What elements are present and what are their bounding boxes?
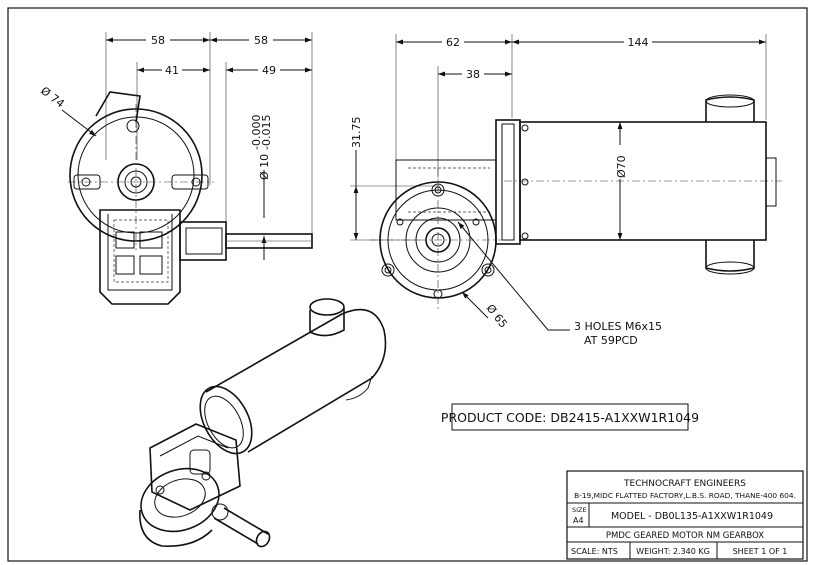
tb-address: B-19,MIDC FLATTED FACTORY,L.B.S. ROAD, T…: [574, 491, 796, 500]
isometric-view: [139, 298, 387, 548]
tb-weight: WEIGHT: 2.340 KG: [636, 547, 710, 556]
dim-shaft-dia: Ø 10: [258, 154, 271, 180]
dim-38: 38: [466, 68, 480, 81]
dim-144: 144: [628, 36, 649, 49]
dim-31-75: 31.75: [350, 117, 363, 149]
tb-scale: SCALE: NTS: [571, 547, 618, 556]
dim-dia-70: Ø70: [615, 155, 628, 178]
front-view: 62 144 38 31.75 Ø70: [350, 34, 782, 347]
tb-size-label: SIZE: [572, 506, 587, 514]
note-holes-line1: 3 HOLES M6x15: [574, 320, 662, 333]
tol-lower: -0.015: [260, 115, 273, 150]
tol-upper: -0.000: [250, 115, 263, 150]
side-view: 58 58 41 49 Ø 74 Ø 10 -0.000 -0.015: [38, 32, 313, 305]
dim-62: 62: [446, 36, 460, 49]
dim-58-right: 58: [254, 34, 268, 47]
dim-dia-65: Ø 65: [484, 302, 510, 331]
tb-model: MODEL - DB0L135-A1XXW1R1049: [611, 511, 773, 522]
dim-41: 41: [165, 64, 179, 77]
dim-49: 49: [262, 64, 276, 77]
title-block: TECHNOCRAFT ENGINEERS B-19,MIDC FLATTED …: [566, 470, 804, 560]
product-code: PRODUCT CODE: DB2415-A1XXW1R1049: [441, 410, 699, 425]
dim-dia-74: Ø 74: [38, 84, 67, 110]
tb-description: PMDC GEARED MOTOR NM GEARBOX: [606, 531, 764, 541]
sheet-border: [7, 7, 808, 562]
product-code-box: [451, 403, 689, 431]
tb-sheet: SHEET 1 OF 1: [733, 547, 788, 556]
tb-company: TECHNOCRAFT ENGINEERS: [623, 479, 746, 489]
tb-size-value: A4: [573, 516, 584, 525]
dim-58-left: 58: [151, 34, 165, 47]
note-holes-line2: AT 59PCD: [584, 334, 638, 347]
